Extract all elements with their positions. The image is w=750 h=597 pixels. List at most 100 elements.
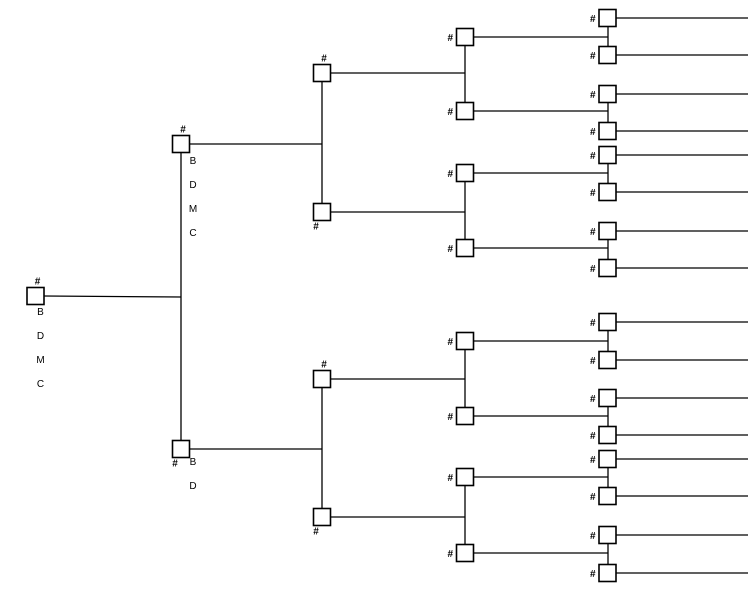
- node-box[interactable]: [455, 331, 475, 351]
- tree-node[interactable]: #: [590, 145, 617, 165]
- node-box[interactable]: [455, 27, 475, 47]
- node-attribute-label: M: [189, 204, 197, 215]
- node-hash-marker: #: [590, 90, 596, 101]
- tree-node[interactable]: #: [590, 449, 617, 469]
- tree-node[interactable]: #: [312, 54, 332, 83]
- node-hash-marker: #: [590, 188, 596, 199]
- node-box[interactable]: [598, 388, 617, 408]
- tree-node[interactable]: #: [312, 202, 332, 233]
- tree-node[interactable]: #: [448, 406, 475, 426]
- node-hash-marker: #: [590, 492, 596, 503]
- tree-node[interactable]: #: [590, 563, 617, 583]
- node-hash-marker: #: [180, 125, 186, 136]
- node-attribute-label: B: [190, 156, 197, 167]
- node-box[interactable]: [26, 286, 45, 306]
- node-box[interactable]: [598, 84, 617, 104]
- node-hash-marker: #: [313, 527, 319, 538]
- tree-node[interactable]: #: [312, 507, 332, 538]
- tree-node[interactable]: #BD: [171, 439, 197, 493]
- tree-node[interactable]: #: [590, 121, 617, 141]
- node-box[interactable]: [598, 350, 617, 370]
- node-hash-marker: #: [590, 569, 596, 580]
- node-box[interactable]: [598, 258, 617, 278]
- tree-node[interactable]: #: [590, 258, 617, 278]
- tree-node[interactable]: #: [590, 84, 617, 104]
- node-hash-marker: #: [172, 459, 178, 470]
- node-box[interactable]: [598, 145, 617, 165]
- node-box[interactable]: [598, 425, 617, 445]
- node-box[interactable]: [312, 507, 332, 527]
- node-hash-marker: #: [448, 412, 454, 423]
- node-hash-marker: #: [448, 33, 454, 44]
- tree-node[interactable]: #: [448, 27, 475, 47]
- node-hash-marker: #: [321, 54, 327, 65]
- node-box[interactable]: [598, 312, 617, 332]
- tree-edges: [43, 17, 748, 574]
- node-hash-marker: #: [590, 264, 596, 275]
- node-box[interactable]: [598, 525, 617, 545]
- node-hash-marker: #: [590, 531, 596, 542]
- node-box[interactable]: [598, 563, 617, 583]
- node-hash-marker: #: [590, 127, 596, 138]
- node-box[interactable]: [455, 406, 475, 426]
- node-box[interactable]: [455, 163, 475, 183]
- node-box[interactable]: [598, 486, 617, 506]
- node-hash-marker: #: [313, 222, 319, 233]
- node-hash-marker: #: [448, 549, 454, 560]
- node-hash-marker: #: [590, 227, 596, 238]
- node-attribute-label: M: [36, 355, 44, 366]
- node-box[interactable]: [312, 369, 332, 389]
- tree-node[interactable]: #: [448, 163, 475, 183]
- node-attribute-label: B: [37, 307, 44, 318]
- node-box[interactable]: [455, 101, 475, 121]
- node-box[interactable]: [598, 121, 617, 141]
- tree-node[interactable]: #: [590, 312, 617, 332]
- node-hash-marker: #: [590, 51, 596, 62]
- node-box[interactable]: [598, 449, 617, 469]
- node-box[interactable]: [312, 63, 332, 83]
- tree-node[interactable]: #: [590, 45, 617, 65]
- tree-node[interactable]: #: [448, 238, 475, 258]
- node-box[interactable]: [171, 439, 191, 459]
- tree-node[interactable]: #: [590, 525, 617, 545]
- tree-node[interactable]: #: [448, 467, 475, 487]
- node-box[interactable]: [455, 543, 475, 563]
- node-box[interactable]: [312, 202, 332, 222]
- node-hash-marker: #: [448, 244, 454, 255]
- tree-node[interactable]: #: [590, 388, 617, 408]
- node-box[interactable]: [455, 238, 475, 258]
- tree-node[interactable]: #: [590, 182, 617, 202]
- tree-node[interactable]: #: [590, 486, 617, 506]
- tree-node[interactable]: #: [448, 331, 475, 351]
- node-box[interactable]: [598, 8, 617, 28]
- node-hash-marker: #: [590, 455, 596, 466]
- node-attribute-label: D: [37, 331, 44, 342]
- node-attribute-label: C: [37, 379, 44, 390]
- node-hash-marker: #: [590, 151, 596, 162]
- node-hash-marker: #: [448, 169, 454, 180]
- node-hash-marker: #: [590, 431, 596, 442]
- node-box[interactable]: [171, 134, 191, 154]
- tree-node[interactable]: #: [590, 221, 617, 241]
- tree-node[interactable]: #: [448, 543, 475, 563]
- node-attribute-label: D: [189, 180, 196, 191]
- node-hash-marker: #: [590, 356, 596, 367]
- tree-nodes: ###############BDMC###############BD#BDM…: [26, 8, 617, 583]
- tree-node[interactable]: #: [590, 8, 617, 28]
- node-hash-marker: #: [448, 337, 454, 348]
- node-hash-marker: #: [590, 318, 596, 329]
- node-hash-marker: #: [448, 107, 454, 118]
- tree-node[interactable]: #: [448, 101, 475, 121]
- node-hash-marker: #: [590, 14, 596, 25]
- tree-node[interactable]: #: [590, 425, 617, 445]
- node-box[interactable]: [598, 182, 617, 202]
- node-box[interactable]: [598, 45, 617, 65]
- node-box[interactable]: [598, 221, 617, 241]
- node-attribute-label: D: [189, 481, 196, 492]
- tree-node[interactable]: #: [590, 350, 617, 370]
- tree-node[interactable]: #: [312, 360, 332, 389]
- node-box[interactable]: [455, 467, 475, 487]
